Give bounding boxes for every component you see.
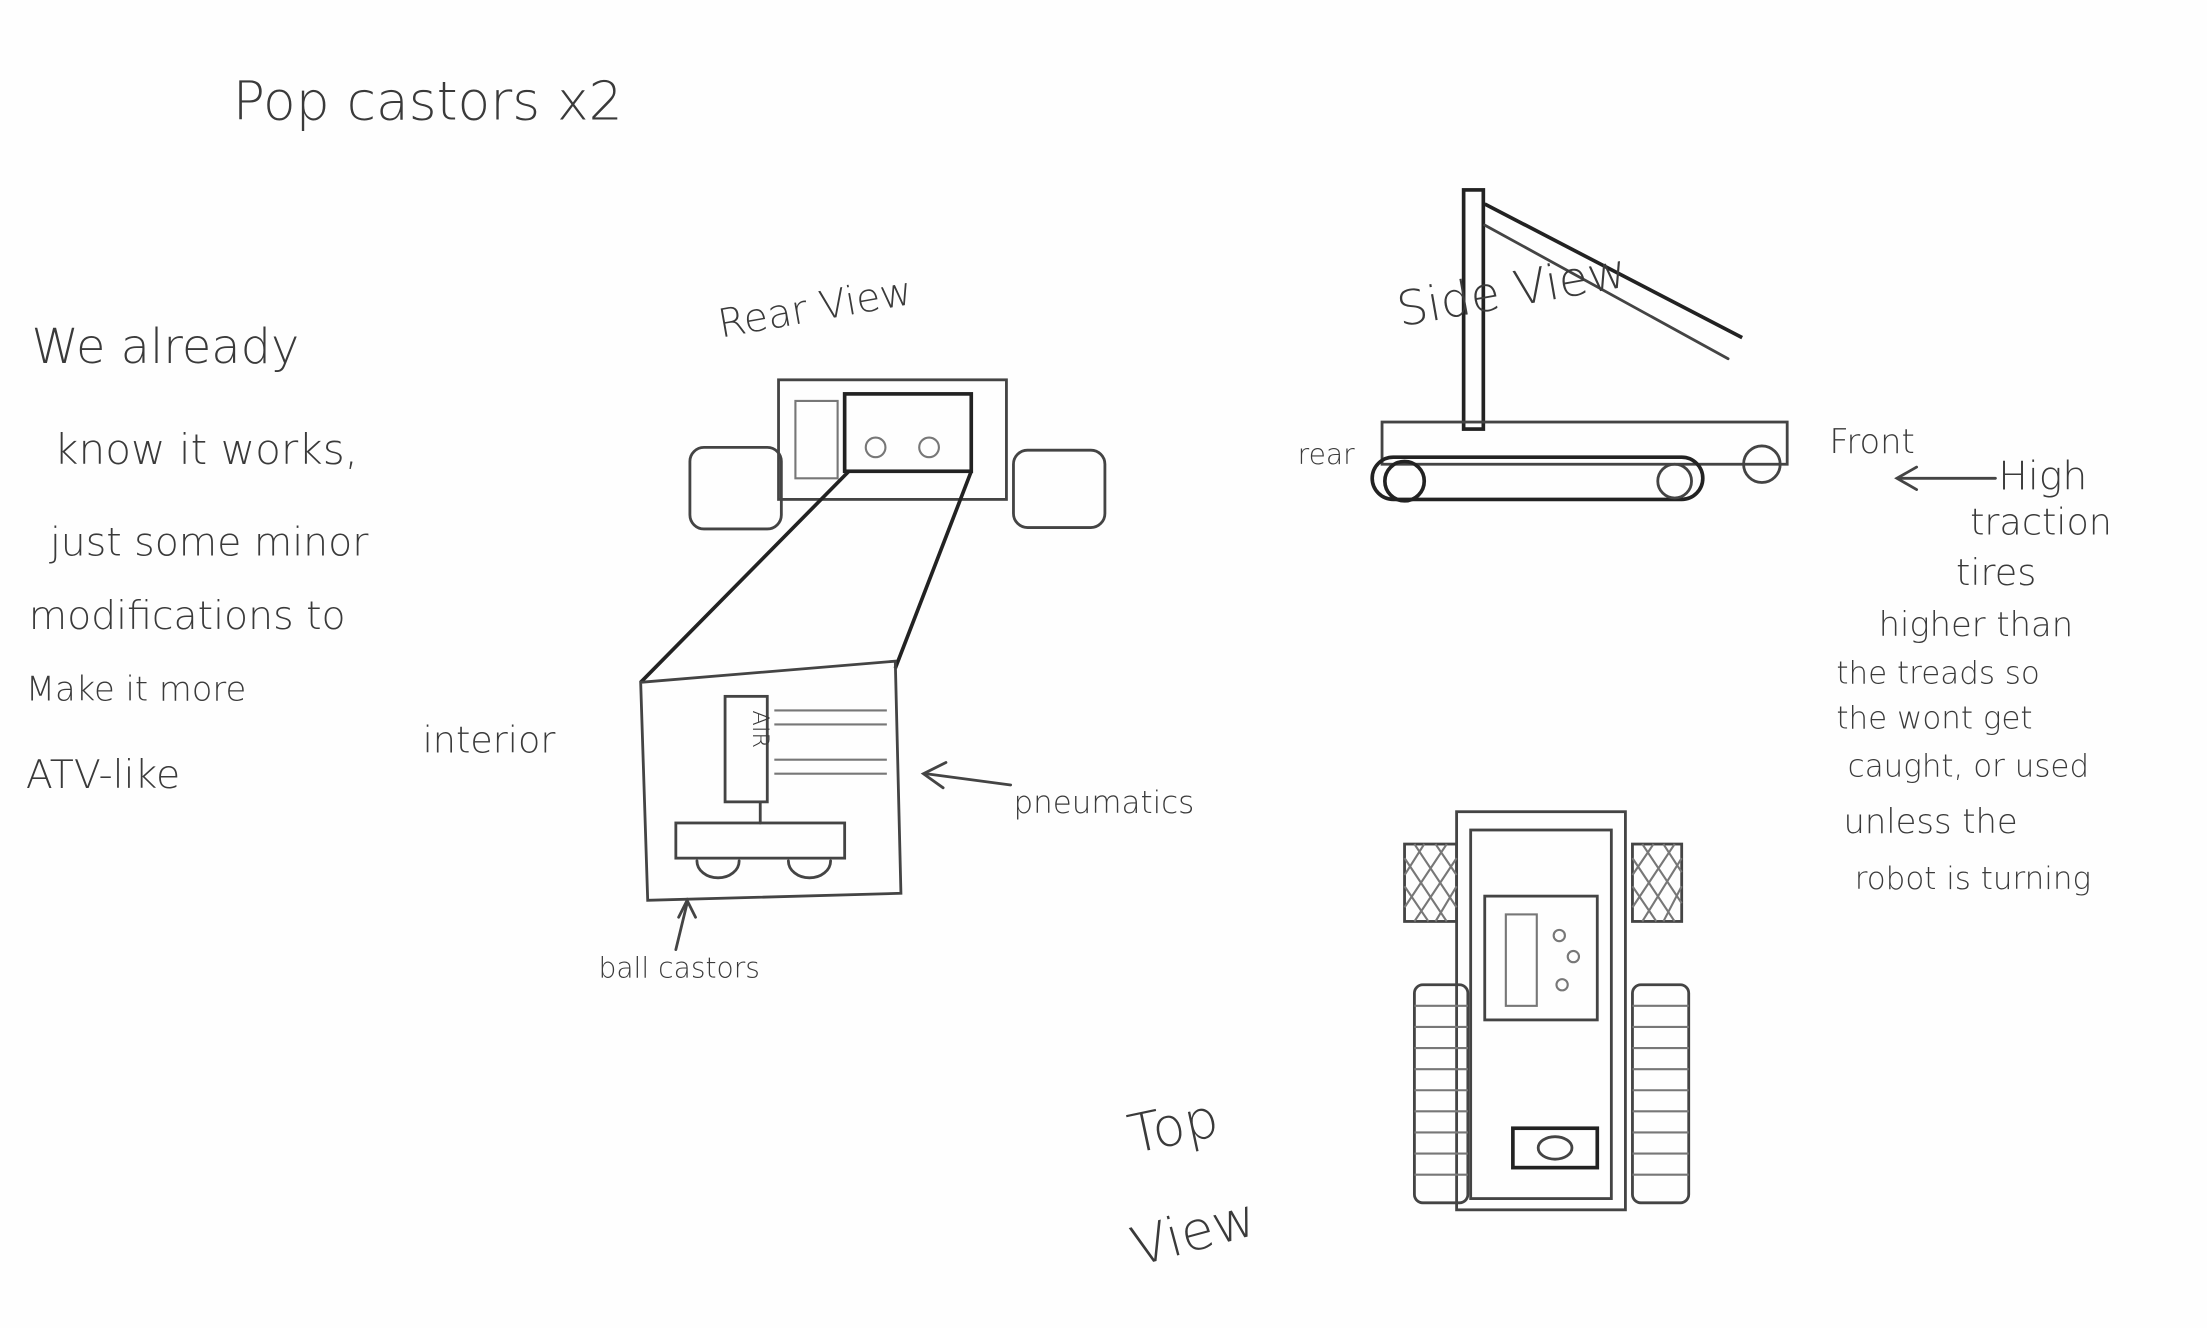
note-line: robot is turning [1855, 861, 2091, 897]
notes-left: We already know it works, just some mino… [26, 320, 369, 798]
title: Pop castors x2 [233, 70, 623, 133]
air-label: AIR [747, 710, 773, 748]
front-label: Front [1829, 422, 1914, 461]
note-line: traction [1970, 501, 2112, 544]
note-line: ATV-like [26, 752, 180, 798]
note-line: Make it more [26, 670, 246, 709]
top-view-label-line2: View [1124, 1185, 1263, 1279]
note-line: tires [1956, 551, 2036, 594]
note-line: just some minor [49, 520, 369, 566]
note-line: modifications to [29, 593, 346, 639]
rear-view-drawing: Rear View AIR interior pneumatics ball c… [423, 268, 1195, 985]
ball-castors-label: ball castors [598, 952, 759, 985]
note-line: unless the [1843, 802, 2017, 841]
note-line: the treads so [1836, 656, 2039, 692]
interior-label: interior [423, 719, 556, 762]
note-line: We already [32, 320, 300, 375]
side-view-drawing: Side View rear Front [1298, 188, 1997, 503]
note-line: the wont get [1836, 701, 2032, 737]
pneumatics-label: pneumatics [1013, 785, 1194, 821]
side-view-label: Side View [1393, 244, 1631, 338]
rear-label: rear [1298, 438, 1355, 471]
rear-view-label: Rear View [715, 268, 916, 347]
note-line: High [1998, 454, 2087, 500]
note-line: higher than [1879, 605, 2073, 644]
note-line: caught, or used [1848, 749, 2089, 785]
notes-right: High traction tires higher than the trea… [1836, 454, 2112, 898]
note-line: know it works, [54, 425, 358, 474]
top-view-drawing: Top View [1123, 810, 1691, 1279]
top-view-label-line1: Top [1123, 1086, 1224, 1166]
